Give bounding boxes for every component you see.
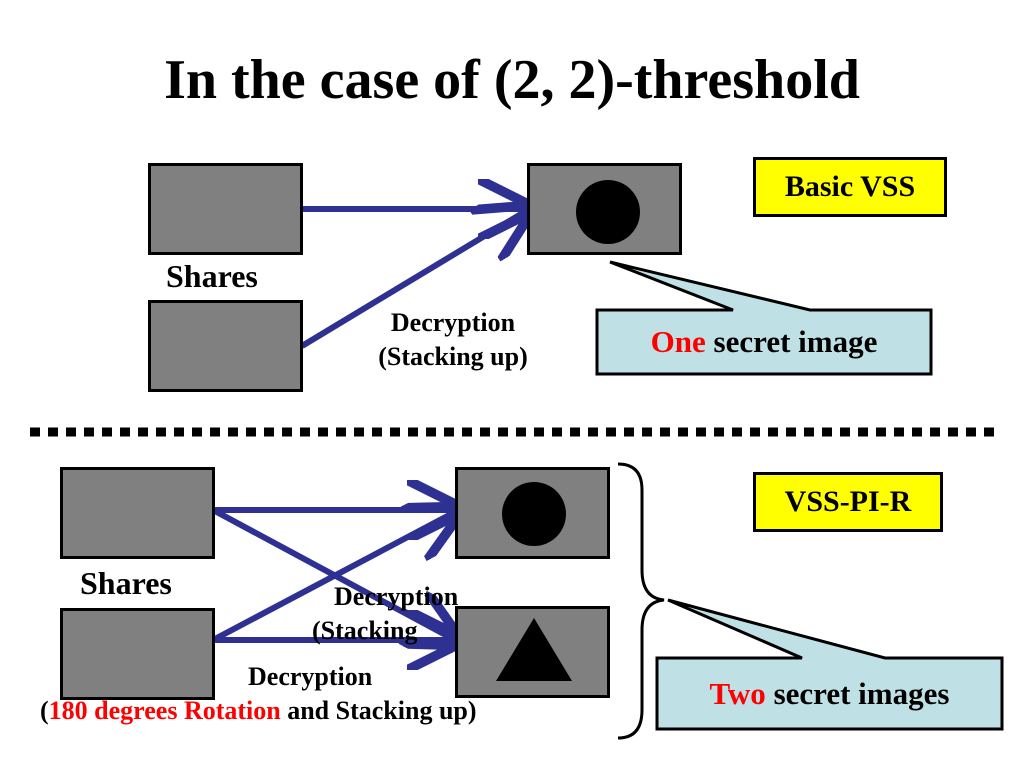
- top-callout-rest: secret image: [705, 324, 878, 359]
- bottom-decryption-b-highlight: 180 degrees Rotation: [48, 696, 281, 725]
- bottom-decryption-b-rest: and Stacking up): [280, 696, 477, 725]
- bottom-decryption-a-label: Decryption (Stacking: [312, 580, 458, 648]
- top-decryption-line2: (Stacking up): [378, 342, 528, 371]
- top-callout-bubble: [595, 260, 933, 376]
- top-shares-label: Shares: [166, 258, 258, 294]
- bottom-share-1: [60, 467, 215, 559]
- top-decryption-line1: Decryption: [390, 308, 516, 337]
- bottom-decryption-a-line1: Decryption: [334, 582, 459, 611]
- bottom-callout-highlight: Two: [709, 675, 766, 711]
- top-share-1: [148, 163, 303, 255]
- bottom-decryption-a-line2: (Stacking: [312, 616, 418, 645]
- top-decryption-label: Decryption (Stacking up): [348, 306, 558, 374]
- bottom-callout-text: Two secret images: [657, 658, 1002, 729]
- bottom-result-image-2: [455, 606, 610, 698]
- top-tag-basic-vss: Basic VSS: [753, 157, 947, 217]
- circle-icon: [502, 482, 566, 546]
- bottom-decryption-b-label: Decryption (180 degrees Rotation and Sta…: [40, 660, 620, 728]
- top-callout-text: One secret image: [597, 310, 931, 374]
- bottom-callout-bubble: [655, 598, 1004, 731]
- top-arrow-share2: [300, 211, 526, 349]
- top-share-2: [148, 300, 303, 392]
- triangle-icon: [496, 618, 572, 681]
- bottom-result-image-1: [455, 467, 610, 559]
- bottom-tag-vss-pi-r: VSS-PI-R: [753, 472, 943, 532]
- bottom-decryption-b-line1: Decryption: [248, 662, 373, 691]
- bottom-share-2: [60, 608, 215, 700]
- bottom-callout-rest: secret images: [765, 675, 950, 711]
- bottom-decryption-b-open: (: [40, 696, 49, 725]
- top-result-image: [527, 163, 682, 255]
- bottom-shares-label: Shares: [80, 565, 172, 601]
- top-callout-highlight: One: [650, 324, 706, 359]
- right-brace: [617, 462, 665, 740]
- circle-icon: [576, 180, 640, 244]
- page-title: In the case of (2, 2)-threshold: [164, 49, 860, 111]
- bottom-decryption-b-line2: (180 degrees Rotation and Stacking up): [40, 694, 620, 728]
